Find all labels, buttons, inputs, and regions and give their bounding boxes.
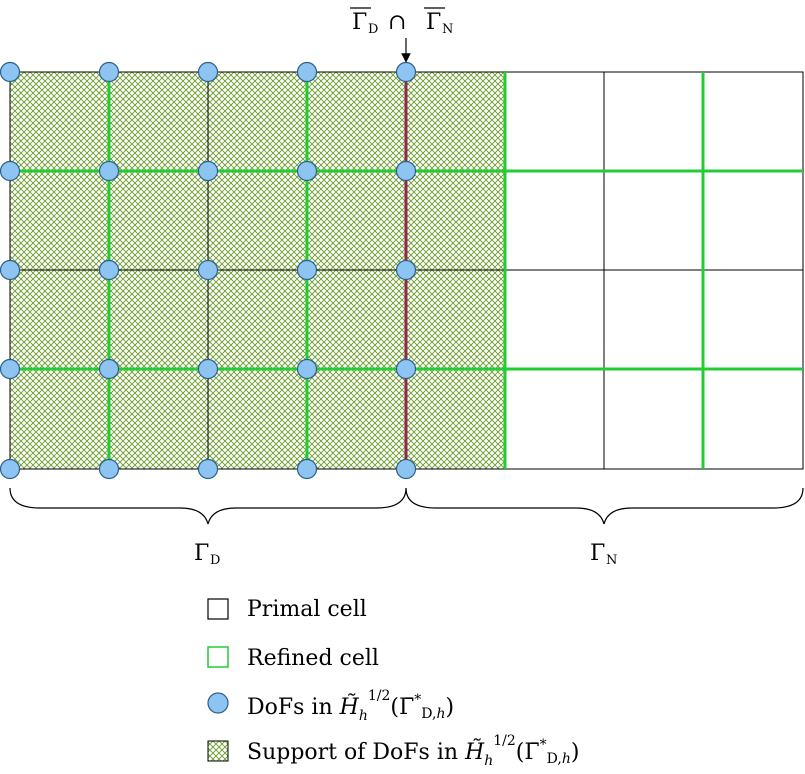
dof-node bbox=[98, 160, 120, 182]
dof-node bbox=[296, 458, 318, 480]
dof-node bbox=[296, 61, 318, 83]
svg-text:Support of DoFs in H̃h1/2(Γ̄*D: Support of DoFs in H̃h1/2(Γ̄*D,h) bbox=[247, 733, 579, 769]
legend-label-dof: DoFs in H̃h1/2(Γ̄*D,h) bbox=[247, 688, 454, 724]
dof-node bbox=[197, 61, 219, 83]
legend-swatch-primal bbox=[207, 598, 229, 620]
legend-label-primal: Primal cell bbox=[247, 597, 367, 622]
legend-swatch-dof bbox=[207, 692, 229, 714]
dof-node bbox=[395, 160, 417, 182]
svg-text:Γ: Γ bbox=[352, 10, 367, 35]
legend-label-refined: Refined cell bbox=[247, 646, 379, 671]
dof-node bbox=[395, 61, 417, 83]
brace-gamma-n bbox=[405, 487, 804, 525]
dof-node bbox=[0, 358, 21, 380]
svg-text:Γ: Γ bbox=[590, 541, 605, 566]
dof-node bbox=[395, 259, 417, 281]
dof-node bbox=[197, 259, 219, 281]
legend: Primal cell Refined cell DoFs in H̃h1/2(… bbox=[207, 597, 579, 769]
dof-node bbox=[0, 61, 21, 83]
dof-node bbox=[395, 358, 417, 380]
svg-text:Γ: Γ bbox=[194, 541, 209, 566]
dof-node bbox=[197, 458, 219, 480]
legend-swatch-support bbox=[207, 740, 229, 762]
legend-swatch-refined bbox=[207, 646, 229, 668]
dof-node bbox=[98, 259, 120, 281]
dof-node bbox=[296, 160, 318, 182]
gamma-d-label: Γ D bbox=[194, 541, 220, 568]
svg-text:Γ: Γ bbox=[426, 10, 441, 35]
svg-text:N: N bbox=[606, 553, 617, 568]
dof-node bbox=[0, 160, 21, 182]
dof-node bbox=[0, 259, 21, 281]
dof-node bbox=[98, 358, 120, 380]
dof-node bbox=[0, 458, 21, 480]
dof-nodes bbox=[0, 61, 417, 480]
svg-text:∩: ∩ bbox=[388, 10, 406, 35]
svg-text:N: N bbox=[442, 22, 453, 37]
brace-gamma-d bbox=[9, 487, 407, 525]
svg-text:DoFs in H̃h1/2(Γ̄*D,h): DoFs in H̃h1/2(Γ̄*D,h) bbox=[247, 688, 454, 724]
dof-node bbox=[395, 458, 417, 480]
dof-node bbox=[197, 358, 219, 380]
dof-node bbox=[197, 160, 219, 182]
legend-label-support: Support of DoFs in H̃h1/2(Γ̄*D,h) bbox=[247, 733, 579, 769]
svg-text:D: D bbox=[210, 553, 220, 568]
interface-label: Γ D ∩ Γ N bbox=[350, 7, 453, 63]
dof-node bbox=[98, 458, 120, 480]
svg-text:D: D bbox=[368, 22, 378, 37]
dof-node bbox=[98, 61, 120, 83]
dof-node bbox=[296, 358, 318, 380]
dof-node bbox=[296, 259, 318, 281]
gamma-n-label: Γ N bbox=[590, 541, 617, 568]
